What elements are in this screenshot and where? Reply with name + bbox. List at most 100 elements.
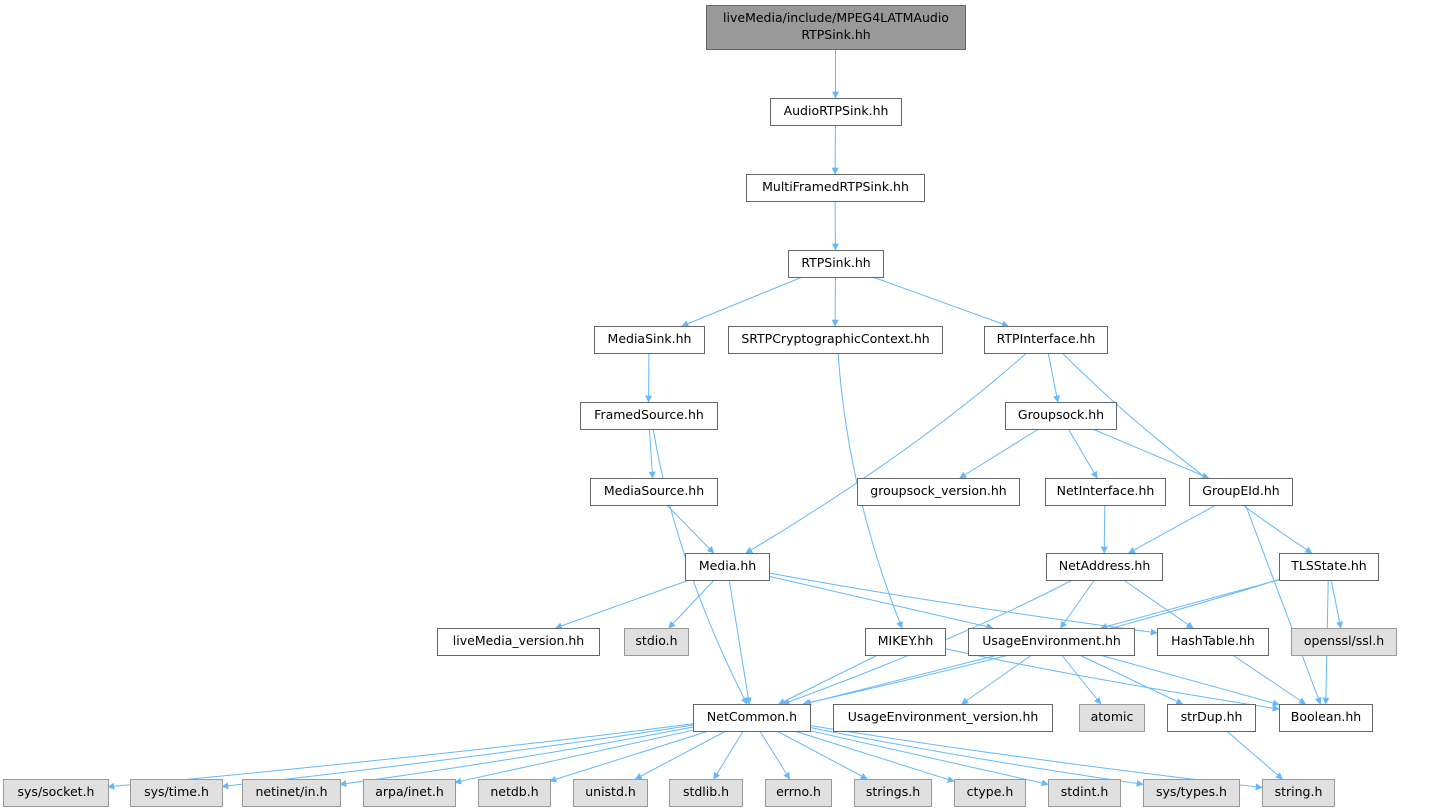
node-stdio[interactable]: stdio.h	[624, 628, 689, 656]
node-stdint[interactable]: stdint.h	[1048, 779, 1121, 807]
node-label: GroupEId.hh	[1202, 483, 1279, 498]
node-systypes[interactable]: sys/types.h	[1143, 779, 1240, 807]
node-strdup[interactable]: strDup.hh	[1167, 704, 1256, 732]
node-box	[573, 779, 648, 807]
node-openssl[interactable]: openssl/ssl.h	[1291, 628, 1397, 656]
node-box	[865, 628, 946, 656]
node-groupsock[interactable]: Groupsock.hh	[1005, 402, 1117, 430]
node-label: strings.h	[866, 784, 920, 799]
node-boolean[interactable]: Boolean.hh	[1279, 704, 1373, 732]
node-mediasink[interactable]: MediaSink.hh	[594, 326, 705, 354]
node-label: NetInterface.hh	[1057, 483, 1155, 498]
node-unistd[interactable]: unistd.h	[573, 779, 648, 807]
edge-rtpsink-to-rtpinterface	[872, 276, 1009, 328]
node-label: MultiFramedRTPSink.hh	[762, 179, 909, 194]
edge-rtpinterface-to-groupsock	[1047, 352, 1061, 403]
node-label: liveMedia_version.hh	[453, 633, 584, 648]
node-ctype[interactable]: ctype.h	[954, 779, 1026, 807]
edge-media-to-usageenv	[768, 575, 994, 630]
node-label: netdb.h	[490, 784, 538, 799]
node-rtpinterface[interactable]: RTPInterface.hh	[984, 326, 1108, 354]
node-audiortpsink[interactable]: AudioRTPSink.hh	[770, 98, 902, 126]
node-label: MediaSink.hh	[608, 331, 692, 346]
node-box	[1167, 704, 1256, 732]
node-box	[594, 326, 705, 354]
edges-layer	[107, 49, 1343, 791]
edge-netcommon-to-errno	[759, 730, 791, 780]
edge-media-to-stdio	[668, 579, 715, 629]
edge-media-to-hashtable	[768, 572, 1158, 636]
node-livemediaver[interactable]: liveMedia_version.hh	[437, 628, 600, 656]
node-label: TLSState.hh	[1290, 558, 1366, 573]
edge-netcommon-to-netinetin	[339, 726, 694, 788]
node-stdlib[interactable]: stdlib.h	[669, 779, 743, 807]
nodes-layer: liveMedia/include/MPEG4LATMAudioRTPSink.…	[3, 5, 1397, 807]
node-box	[854, 779, 932, 807]
node-label: Boolean.hh	[1291, 709, 1361, 724]
node-box	[1079, 704, 1145, 732]
node-box	[1143, 779, 1240, 807]
node-box	[746, 174, 925, 202]
node-netaddress[interactable]: NetAddress.hh	[1046, 553, 1163, 581]
node-label: errno.h	[776, 784, 821, 799]
node-box	[693, 704, 811, 732]
edge-tlsstate-to-usageenv	[1100, 579, 1280, 630]
node-srtp[interactable]: SRTPCryptographicContext.hh	[728, 326, 943, 354]
edge-groupsock-to-netinterface	[1067, 428, 1098, 479]
edge-media-to-netcommon	[728, 579, 752, 705]
node-label: UsageEnvironment_version.hh	[848, 709, 1039, 724]
node-box	[580, 402, 718, 430]
node-rtpsink[interactable]: RTPSink.hh	[788, 250, 884, 278]
node-mikey[interactable]: MIKEY.hh	[865, 628, 946, 656]
node-box	[968, 628, 1135, 656]
node-atomic[interactable]: atomic	[1079, 704, 1145, 732]
node-media[interactable]: Media.hh	[685, 553, 770, 581]
edge-mikey-to-boolean	[944, 648, 1280, 712]
node-label: MediaSource.hh	[604, 483, 704, 498]
edge-usageenv-to-atomic	[1061, 654, 1102, 705]
node-label: arpa/inet.h	[375, 784, 444, 799]
node-syssocket[interactable]: sys/socket.h	[3, 779, 109, 807]
node-box	[1157, 628, 1269, 656]
node-label: AudioRTPSink.hh	[784, 103, 889, 118]
node-root[interactable]: liveMedia/include/MPEG4LATMAudioRTPSink.…	[706, 5, 966, 50]
node-arpainet[interactable]: arpa/inet.h	[363, 779, 456, 807]
node-framedsource[interactable]: FramedSource.hh	[580, 402, 718, 430]
edge-netcommon-to-strings	[776, 730, 868, 780]
node-box	[478, 779, 551, 807]
edge-netaddress-to-usageenv	[1060, 579, 1095, 629]
node-hashtable[interactable]: HashTable.hh	[1157, 628, 1269, 656]
node-box	[984, 326, 1108, 354]
edge-rtpinterface-to-tlsstate	[1061, 352, 1313, 554]
edge-usageenv-to-strdup	[1079, 654, 1184, 705]
node-systime[interactable]: sys/time.h	[130, 779, 223, 807]
node-tlsstate[interactable]: TLSState.hh	[1279, 553, 1379, 581]
node-box	[1189, 478, 1293, 506]
node-string[interactable]: string.h	[1262, 779, 1335, 807]
node-groupeid[interactable]: GroupEId.hh	[1189, 478, 1293, 506]
edge-groupeid-to-netaddress	[1127, 504, 1217, 554]
node-box	[1048, 779, 1121, 807]
node-netcommon[interactable]: NetCommon.h	[693, 704, 811, 732]
edge-media-to-livemediaver	[554, 579, 690, 630]
node-box	[685, 553, 770, 581]
node-box	[1291, 628, 1397, 656]
node-box	[437, 628, 600, 656]
node-usageenv[interactable]: UsageEnvironment.hh	[968, 628, 1135, 656]
node-netinterface[interactable]: NetInterface.hh	[1045, 478, 1166, 506]
node-errno[interactable]: errno.h	[765, 779, 832, 807]
node-usageenvver[interactable]: UsageEnvironment_version.hh	[833, 704, 1053, 732]
node-strings[interactable]: strings.h	[854, 779, 932, 807]
node-mediasource[interactable]: MediaSource.hh	[590, 478, 718, 506]
node-netdb[interactable]: netdb.h	[478, 779, 551, 807]
edge-groupeid-to-boolean	[1245, 504, 1322, 705]
node-multiframed[interactable]: MultiFramedRTPSink.hh	[746, 174, 925, 202]
node-box	[1262, 779, 1335, 807]
node-box	[706, 5, 966, 50]
node-netinetin[interactable]: netinet/in.h	[242, 779, 341, 807]
edge-netinterface-to-netaddress	[1100, 504, 1108, 554]
edge-groupsock-to-groupeid	[1092, 428, 1210, 479]
edge-hashtable-to-boolean	[1232, 654, 1307, 705]
node-groupsockver[interactable]: groupsock_version.hh	[857, 478, 1020, 506]
